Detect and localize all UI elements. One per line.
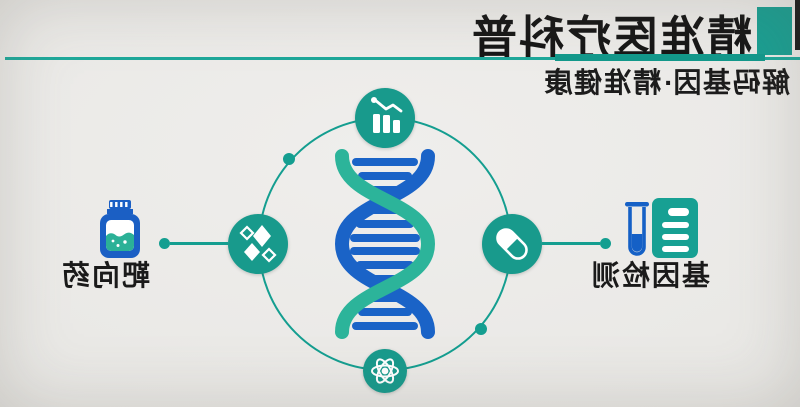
callout-targeted-drug-label: 靶向药 [60, 260, 151, 291]
callout-gene-testing [620, 196, 704, 267]
connector-line-targeted-drug [170, 242, 228, 245]
ring-node-analytics [355, 88, 415, 148]
test-tube-report-icon [625, 198, 698, 258]
medicine-bottle-icon [100, 200, 140, 258]
capsule-pill-icon [496, 228, 528, 260]
photo-edge-artifact [795, 0, 800, 50]
sparkle-diamonds-icon [239, 225, 277, 263]
page-subtitle: 解码基因·精准健康 [543, 67, 790, 98]
bar-chart-trend-icon [371, 97, 403, 133]
ring-node-science [363, 349, 407, 393]
orbit-dot [475, 323, 487, 335]
callout-gene-testing-label: 基因检测 [590, 260, 711, 291]
ring-node-medication [482, 214, 542, 274]
connector-dot-targeted-drug [159, 238, 170, 249]
dna-helix-icon [334, 149, 436, 339]
connector-dot-gene-testing [600, 238, 611, 249]
ring-node-innovation [228, 214, 288, 274]
orbit-dot [283, 153, 295, 165]
connector-line-gene-testing [542, 242, 600, 245]
atom-icon [371, 358, 399, 384]
callout-targeted-drug [97, 200, 143, 265]
title-underline-accent [555, 54, 765, 61]
title-accent-block [757, 7, 792, 55]
